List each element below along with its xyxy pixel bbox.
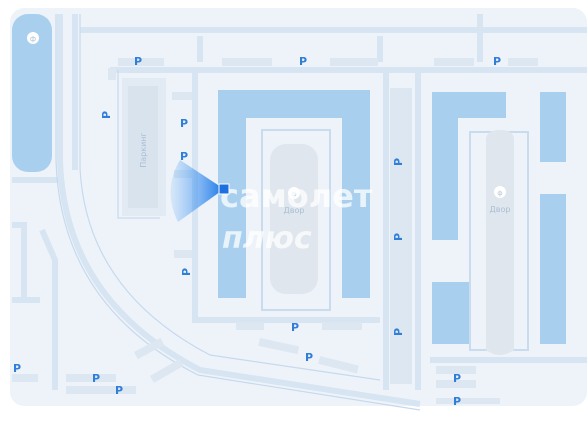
parking-p: P	[180, 117, 188, 130]
watermark-line1: самолет	[220, 177, 373, 215]
parking-p: P	[305, 351, 313, 364]
parking-p: P	[180, 268, 193, 276]
roads	[12, 14, 587, 407]
parking-p: P	[92, 372, 100, 385]
courtyard-right[interactable]	[486, 130, 514, 355]
courtyard-center-marker	[288, 187, 300, 199]
courtyard-center[interactable]	[270, 144, 318, 294]
parking-lot-inner	[128, 86, 158, 208]
parking-p: P	[392, 233, 405, 241]
parking-p: P	[299, 55, 307, 68]
building-right[interactable]	[432, 92, 566, 344]
building-center[interactable]	[218, 90, 370, 298]
parking-markers: P P P P P P P P P P P P P P P P P	[13, 55, 501, 408]
parking-p: P	[100, 111, 113, 119]
parking-stripes	[12, 58, 538, 404]
building-left[interactable]	[12, 14, 52, 172]
parking-p: P	[392, 158, 405, 166]
parking-lot-label: Паркинг	[139, 132, 148, 167]
parking-p: P	[392, 328, 405, 336]
parking-p: P	[453, 372, 461, 385]
corner-marker-label: ф	[30, 35, 36, 43]
parking-p: P	[453, 395, 461, 408]
watermark: самолет плюс	[220, 177, 373, 256]
courtyard-right-label: Двор	[490, 205, 511, 214]
courtyard-right-marker-label: ф	[497, 190, 502, 197]
watermark-line2: плюс	[222, 221, 312, 256]
parking-p: P	[13, 362, 21, 375]
parking-p: P	[134, 55, 142, 68]
parking-p: P	[115, 384, 123, 397]
parking-p: P	[493, 55, 501, 68]
courtyard-right-marker	[494, 186, 506, 198]
parking-p: P	[180, 150, 188, 163]
courtyard-center-label: Двор	[284, 206, 305, 215]
corner-marker	[27, 32, 39, 44]
courtyard-outline	[261, 129, 331, 311]
courtyard-center-marker-label: ф	[291, 191, 296, 198]
parking-p: P	[291, 321, 299, 334]
view-direction-cone-icon[interactable]	[170, 160, 230, 222]
